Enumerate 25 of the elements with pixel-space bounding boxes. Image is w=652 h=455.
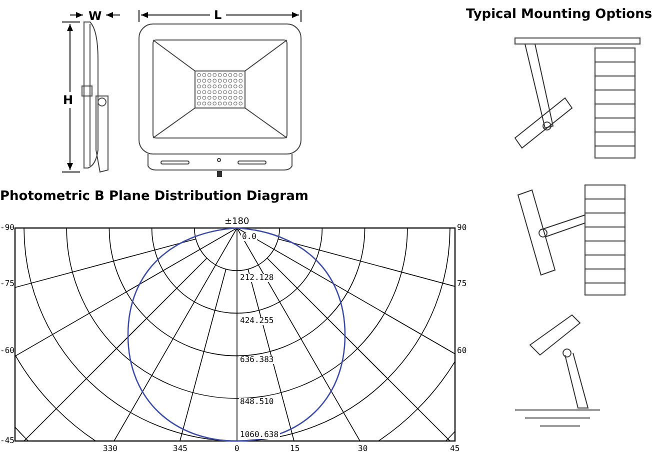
- dimension-label: H: [63, 94, 74, 106]
- section-title: Typical Mounting Options: [466, 8, 652, 21]
- angle-label: 30: [358, 445, 368, 453]
- chart-title: Photometric B Plane Distribution Diagram: [0, 190, 308, 203]
- angle-label: -45: [0, 437, 14, 445]
- intensity-label: 636.383: [239, 356, 275, 364]
- angle-label: -60: [0, 347, 14, 355]
- angle-label: 90: [457, 224, 467, 232]
- intensity-label: 0.0: [241, 233, 258, 241]
- angle-label: 60: [457, 347, 467, 355]
- angle-label: 45: [450, 445, 460, 453]
- intensity-label: 212.128: [239, 274, 275, 282]
- angle-label: 0: [234, 445, 240, 453]
- angle-label: 330: [103, 445, 118, 453]
- angle-label: 75: [457, 280, 467, 288]
- intensity-label: 1060.638: [239, 431, 280, 439]
- angle-label: 345: [173, 445, 188, 453]
- angle-label: -75: [0, 280, 14, 288]
- dimension-label: W: [88, 10, 102, 22]
- intensity-label: 424.255: [239, 317, 275, 325]
- angle-label: 15: [290, 445, 300, 453]
- angle-label: -90: [0, 224, 14, 232]
- angle-label: ±180: [224, 218, 250, 227]
- dimension-label: L: [214, 9, 222, 21]
- intensity-label: 848.510: [239, 398, 275, 406]
